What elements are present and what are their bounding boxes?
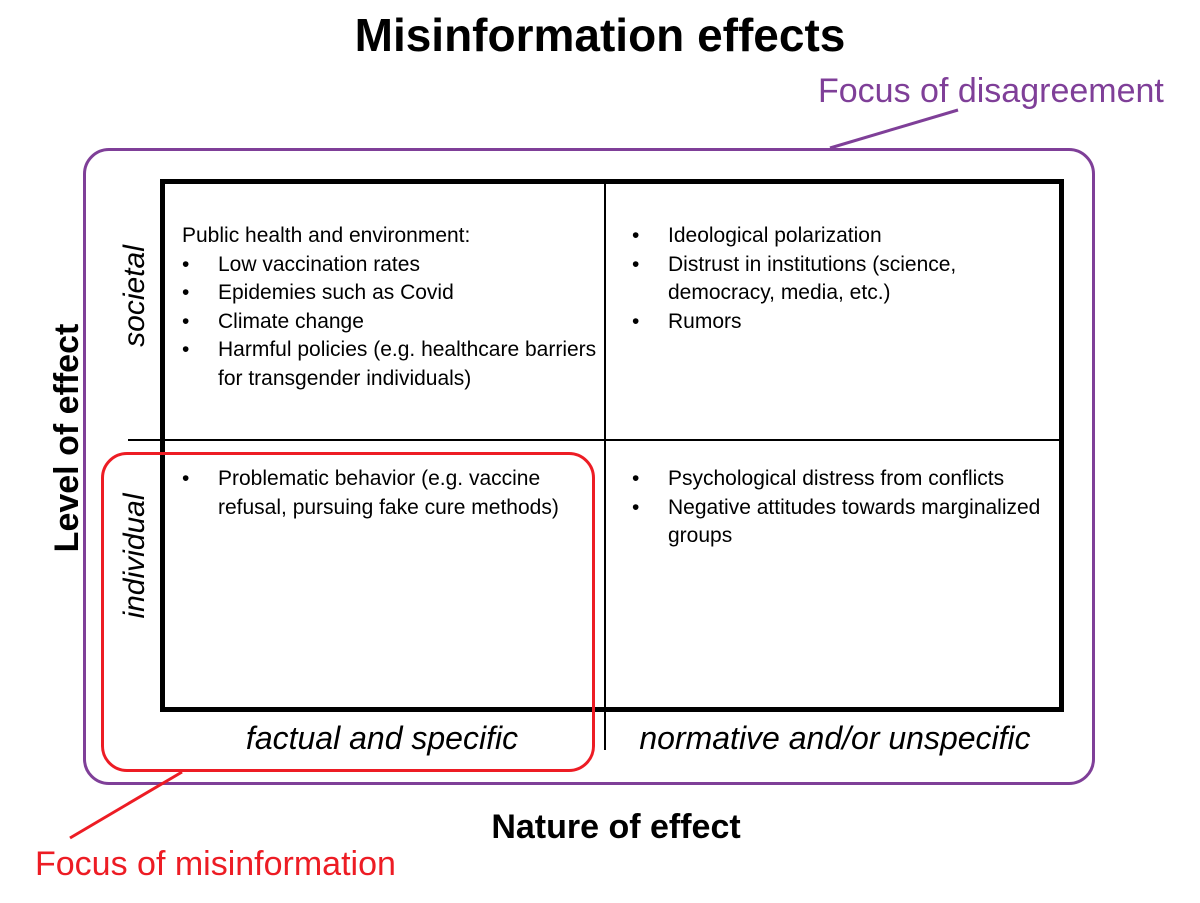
column-label-factual: factual and specific [245,720,519,756]
row-label-societal: societal [118,245,151,347]
focus-of-misinformation-label: Focus of misinformation [35,845,396,883]
column-divider [604,183,606,750]
list-item: •Low vaccination rates [182,251,602,280]
bullet-icon: • [632,252,640,276]
list-item: •Distrust in institutions (science, demo… [632,252,957,305]
bullet-icon: • [182,309,190,333]
column-label-normative: normative and/or unspecific [639,720,1031,756]
bullet-icon: • [182,252,190,276]
bullet-icon: • [632,224,640,247]
list-item: •Rumors [632,308,1052,337]
bullet-icon: • [632,495,640,519]
list-item: •Climate change [182,308,602,337]
list-item: •Psychological distress from conflicts [632,465,1052,494]
row-divider [128,439,1060,441]
list-item: •Ideological polarization [632,222,1052,251]
bullet-icon: • [632,309,640,333]
misinformation-region [101,452,595,772]
bullet-icon: • [182,338,190,361]
cell-societal-factual: Public health and environment: •Low vacc… [182,222,602,393]
cell-individual-normative: •Psychological distress from conflicts •… [632,465,1052,551]
row-label-individual: individual [118,493,151,619]
list-item: •Epidemies such as Covid [182,279,602,308]
quadrant-grid-frame [160,179,1064,712]
bullet-icon: • [182,467,190,490]
list-item: •Negative attitudes towards marginalized… [632,495,1041,548]
bullet-icon: • [632,467,640,490]
list-item: •Problematic behavior (e.g. vaccine refu… [182,467,559,519]
cell-individual-factual: •Problematic behavior (e.g. vaccine refu… [182,465,582,522]
x-axis-label: Nature of effect [491,808,741,846]
focus-of-disagreement-label: Focus of disagreement [818,72,1164,110]
bullet-icon: • [182,281,190,304]
list-item: •Harmful policies (e.g. healthcare barri… [182,338,597,390]
cell-societal-normative: •Ideological polarization •Distrust in i… [632,222,1052,336]
cell-heading: Public health and environment: [182,224,471,247]
diagram-title: Misinformation effects [354,9,846,61]
disagreement-leader-line [829,108,959,150]
disagreement-region [83,148,1095,785]
y-axis-label: Level of effect [48,323,86,553]
